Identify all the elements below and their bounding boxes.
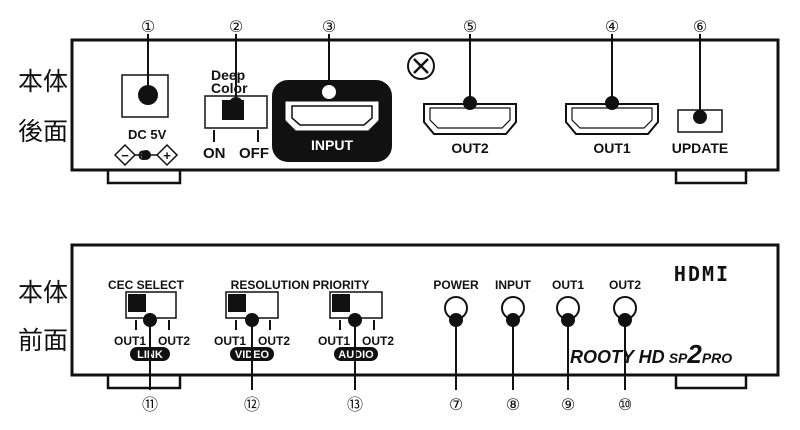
out2-label: OUT2 <box>451 140 489 156</box>
callout-5: ⑤ <box>463 17 477 36</box>
video-out2-label: OUT2 <box>258 334 290 348</box>
cec-select-title: CEC SELECT <box>108 278 185 292</box>
callout-3: ③ <box>322 17 336 36</box>
rear-foot-right <box>674 170 748 185</box>
led-out1-label: OUT1 <box>552 278 584 292</box>
audio-out2-label: OUT2 <box>362 334 394 348</box>
switch-on-label: ON <box>203 145 226 162</box>
callout-8: ⑧ <box>506 395 520 414</box>
callout-10: ⑩ <box>618 395 632 414</box>
callout-6: ⑥ <box>693 17 707 36</box>
resolution-priority-title: RESOLUTION PRIORITY <box>231 278 370 292</box>
front-foot-right <box>674 375 748 390</box>
polarity-minus: − <box>121 148 129 163</box>
rear-panel: 本体 後面 DC 5V − C + Deep Color ON OFF I <box>18 17 780 185</box>
front-label-bottom: 前面 <box>18 326 68 355</box>
front-label-top: 本体 <box>18 278 68 307</box>
audio-switch-knob <box>332 294 350 312</box>
callout-13: ⑬ <box>347 395 363 414</box>
front-callouts: ⑪ ⑫ ⑬ ⑦ ⑧ ⑨ ⑩ <box>142 313 632 414</box>
rear-foot-left <box>106 170 182 185</box>
callout-12: ⑫ <box>244 395 260 414</box>
out1-label: OUT1 <box>593 140 631 156</box>
cec-out2-label: OUT2 <box>158 334 190 348</box>
screw-icon <box>407 52 435 80</box>
led-out2-label: OUT2 <box>609 278 641 292</box>
led-power-label: POWER <box>433 278 479 292</box>
rear-label-top: 本体 <box>18 67 68 96</box>
callout-4: ④ <box>605 17 619 36</box>
hdmi-logo: HDMI <box>674 262 730 286</box>
callout-9: ⑨ <box>561 395 575 414</box>
out1-hdmi-port[interactable] <box>565 103 659 135</box>
cec-switch-knob <box>128 294 146 312</box>
polarity-symbol: − C + <box>113 143 179 167</box>
callout-7: ⑦ <box>449 395 463 414</box>
input-hdmi-port[interactable] <box>285 101 379 131</box>
dc-label: DC 5V <box>128 127 167 142</box>
update-label: UPDATE <box>672 140 729 156</box>
callout-2: ② <box>229 17 243 36</box>
front-foot-left <box>106 375 182 390</box>
callout-11: ⑪ <box>142 395 158 414</box>
audio-badge-label: AUDIO <box>338 349 374 361</box>
switch-off-label: OFF <box>239 145 269 162</box>
rear-label-bottom: 後面 <box>18 117 68 146</box>
switch-title-2: Color <box>211 80 248 96</box>
rear-callouts: ① ② ③ ⑤ ④ ⑥ <box>138 17 707 124</box>
polarity-c: C <box>138 147 148 163</box>
led-input-label: INPUT <box>495 278 532 292</box>
video-switch-knob <box>228 294 246 312</box>
callout-1: ① <box>141 17 155 36</box>
video-out1-label: OUT1 <box>214 334 246 348</box>
audio-out1-label: OUT1 <box>318 334 350 348</box>
front-panel-body <box>70 243 780 377</box>
cec-out1-label: OUT1 <box>114 334 146 348</box>
polarity-plus: + <box>163 148 171 163</box>
input-label: INPUT <box>311 137 353 153</box>
out2-hdmi-port[interactable] <box>423 103 517 135</box>
